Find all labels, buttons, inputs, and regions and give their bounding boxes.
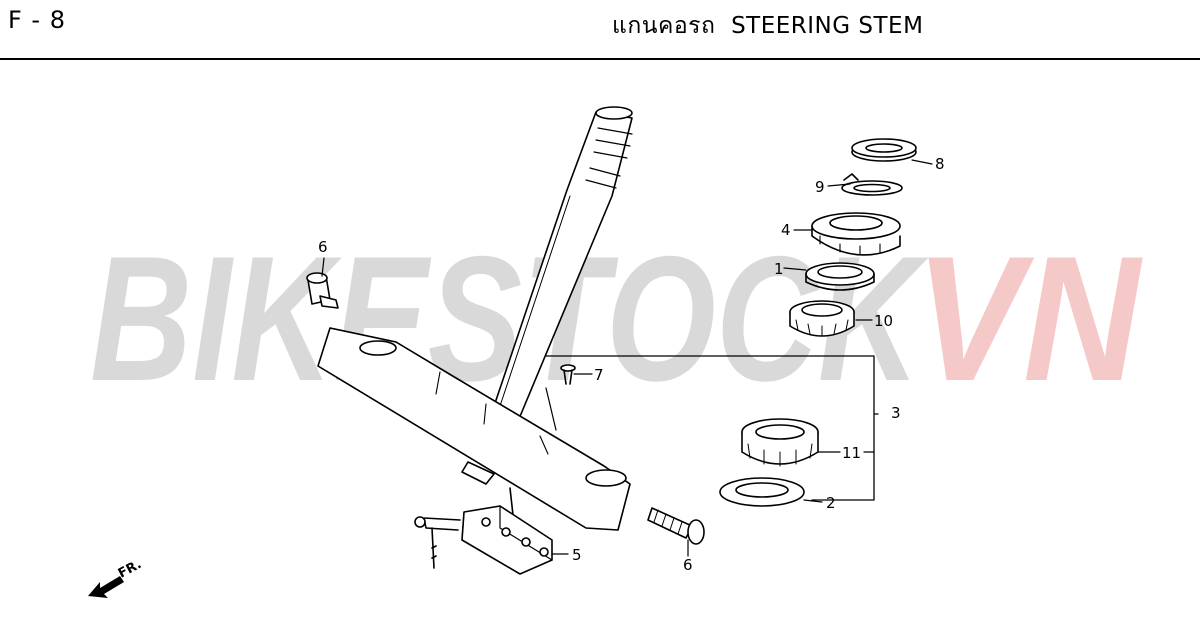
steering-stem-tube [489, 106, 633, 427]
bottom-bridge [317, 327, 631, 561]
leader-lines [321, 159, 933, 557]
dust-seal [805, 262, 875, 291]
callout-11: 11 [842, 444, 861, 462]
lock-washer [841, 173, 903, 196]
lock-nut [851, 138, 917, 162]
bolt-bottom [647, 507, 705, 545]
callout-3: 3 [891, 404, 901, 422]
callout-6-bottom: 6 [683, 556, 693, 574]
front-direction-label: FR. [116, 557, 144, 582]
callout-2: 2 [826, 494, 836, 512]
lower-bearing [741, 418, 819, 467]
front-direction-arrow-icon [88, 576, 124, 598]
adjusting-nut [811, 212, 901, 256]
page-title: แกนคอรถ STEERING STEM [612, 13, 924, 39]
callout-7: 7 [594, 366, 604, 384]
callout-8: 8 [935, 155, 945, 173]
callout-1: 1 [774, 260, 784, 278]
upper-bearing [789, 300, 855, 337]
title-rule [0, 58, 1200, 60]
callout-5: 5 [572, 546, 582, 564]
page-code: F - 8 [8, 6, 66, 34]
callout-6-top: 6 [318, 238, 328, 256]
callout-10: 10 [874, 312, 893, 330]
steering-lock [414, 505, 553, 575]
callout-4: 4 [781, 221, 791, 239]
group-bracket-3 [545, 355, 879, 501]
bolt-top-left [306, 272, 339, 309]
screw-7 [560, 364, 576, 385]
callout-9: 9 [815, 178, 825, 196]
lower-dust-seal [719, 477, 805, 507]
